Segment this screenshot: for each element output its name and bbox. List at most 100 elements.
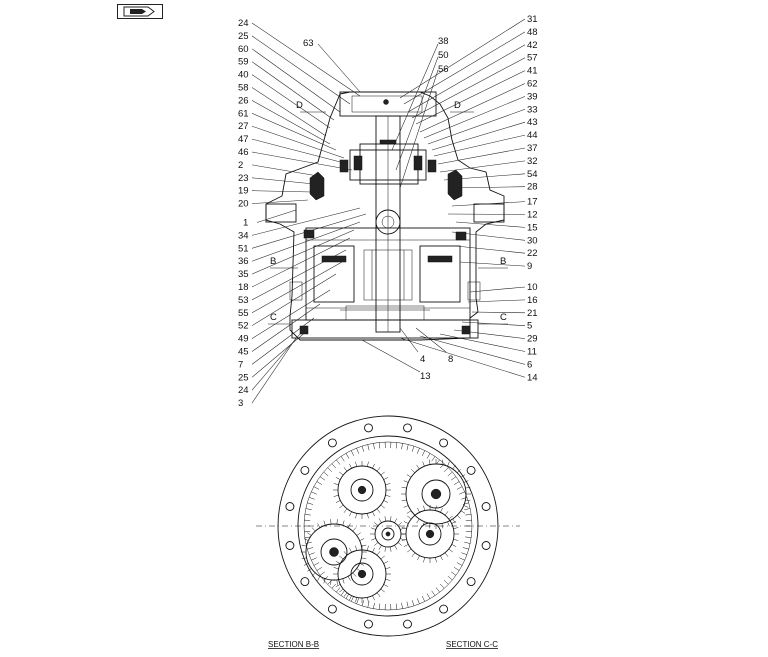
ring-tooth (367, 601, 370, 608)
callout-left: 24 (238, 385, 249, 396)
ring-tooth (323, 575, 329, 581)
leader-right (453, 329, 526, 339)
ring-tooth (426, 593, 431, 599)
callout-right: 10 (527, 282, 538, 293)
right-callouts: 3148425741623933434437325428171215302291… (527, 14, 538, 383)
callout-left: 26 (238, 95, 249, 106)
ring-tooth (447, 575, 453, 581)
callout-left: 20 (238, 199, 249, 210)
ring-tooth (319, 476, 326, 481)
leader-right (437, 147, 526, 165)
sun-gear (370, 516, 406, 552)
ring-tooth (304, 531, 311, 533)
leader-left (251, 125, 345, 159)
leader-right (399, 18, 526, 99)
callout-right: 54 (527, 169, 538, 180)
leader-left (251, 333, 301, 391)
callout-right: 28 (527, 182, 538, 193)
section-mark-b-left: B (270, 256, 276, 267)
leader-right (447, 186, 526, 189)
ring-tooth (305, 541, 312, 544)
leader-right (439, 333, 526, 352)
bolt-hole (327, 604, 337, 614)
ring-tooth (465, 519, 472, 521)
ring-tooth (373, 443, 375, 450)
ring-tooth (465, 531, 472, 533)
section-mark-c-right: C (500, 312, 507, 323)
ring-tooth (395, 442, 398, 449)
ring-tooth (313, 562, 320, 566)
leader-right (415, 70, 526, 125)
bolt-hole (403, 619, 412, 629)
leader-left (251, 337, 297, 404)
leader-left (251, 329, 309, 378)
ring-tooth (411, 446, 415, 452)
callout-left: 27 (238, 121, 249, 132)
leader-right (419, 335, 526, 365)
section-mark-d-left: D (296, 100, 303, 111)
ring-tooth (421, 450, 426, 457)
leader-right (431, 121, 526, 151)
ring-tooth (464, 508, 471, 511)
ring-tooth (395, 603, 398, 610)
ring-tooth (316, 567, 323, 571)
callout-left: 7 (238, 359, 243, 370)
ring-tooth (456, 486, 463, 490)
leader-left (251, 190, 313, 193)
leader-left (251, 221, 361, 262)
leader-right (461, 321, 526, 326)
ring-tooth (305, 508, 312, 511)
bolt-hole (364, 619, 373, 629)
bolt-hole (403, 423, 412, 433)
ring-tooth (426, 453, 431, 459)
bolt-hole (285, 502, 295, 511)
callout-left: 47 (238, 134, 249, 145)
section-mark-d-right: D (454, 100, 461, 111)
callout-right: 15 (527, 222, 538, 233)
leader-left (251, 273, 337, 326)
ring-tooth (406, 444, 409, 451)
leader-left (251, 74, 331, 129)
nav-forward-button[interactable] (117, 4, 163, 19)
leader-right (407, 44, 526, 113)
ring-tooth (331, 463, 336, 469)
callout-right: 31 (527, 14, 538, 25)
leader-right (399, 337, 526, 378)
leader-right (439, 160, 526, 173)
ring-tooth (350, 595, 355, 602)
callout-63: 63 (303, 38, 314, 49)
callout-right: 48 (527, 27, 538, 38)
ring-tooth (311, 557, 317, 561)
leader-right (451, 231, 526, 241)
ring-tooth (453, 567, 460, 571)
bolt-hole (466, 577, 476, 587)
leader-left (256, 209, 297, 223)
ring-tooth (345, 453, 350, 459)
callout-left: 55 (238, 308, 249, 319)
callout-left: 35 (238, 269, 249, 280)
arrow-right-page-icon (123, 6, 155, 17)
leader-right (451, 201, 526, 207)
ring-tooth (336, 459, 341, 465)
ring-tooth (361, 446, 365, 452)
callout-13: 13 (420, 371, 431, 382)
ring-tooth (307, 502, 314, 505)
callout-left: 2 (238, 160, 243, 171)
ring-tooth (304, 519, 311, 521)
ring-tooth (450, 571, 457, 576)
ring-tooth (459, 491, 465, 495)
leader-right (443, 173, 526, 181)
leader-right (427, 109, 526, 145)
ring-tooth (431, 590, 436, 596)
ring-tooth (453, 481, 460, 485)
ring-tooth (464, 541, 471, 544)
callout-right: 37 (527, 143, 538, 154)
left-callout-leaders (251, 22, 367, 404)
section-mark-b-right: B (500, 256, 506, 267)
ring-tooth (431, 456, 436, 462)
leader-left (251, 207, 361, 236)
leader-left (251, 164, 319, 177)
callout-right: 9 (527, 261, 532, 272)
callout-4: 4 (420, 354, 425, 365)
leader-right (447, 213, 526, 215)
